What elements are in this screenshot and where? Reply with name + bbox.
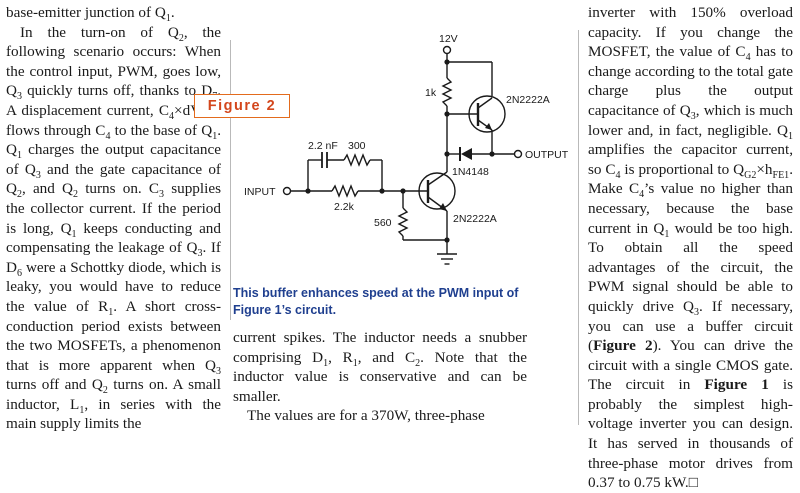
left-text-column: base-emitter junction of Q1. In the turn… <box>6 3 221 434</box>
label-q-top: 2N2222A <box>506 94 550 106</box>
figure-label: Figure 2 <box>194 94 290 118</box>
diode-1n4148 <box>461 148 472 160</box>
resistor-2k2 <box>331 184 359 198</box>
figure-caption: This buffer enhances speed at the PWM in… <box>233 286 519 317</box>
supply-terminal <box>442 45 452 55</box>
label-q-bottom: 2N2222A <box>453 213 497 225</box>
middle-paragraph-2: The values are for a 370W, three-phase <box>247 407 485 425</box>
resistor-560 <box>397 207 409 237</box>
label-1k: 1k <box>425 87 437 99</box>
output-terminal <box>513 149 523 159</box>
middle-text-column: current spikes. The inductor needs a snu… <box>233 0 527 435</box>
left-paragraph-2: In the turn-on of Q2, the following scen… <box>6 23 221 433</box>
resistor-1k <box>441 77 453 107</box>
label-2k2: 2.2k <box>334 201 355 213</box>
left-paragraph-1: base-emitter junction of Q1. <box>6 4 175 25</box>
resistor-300 <box>343 153 371 167</box>
label-output: OUTPUT <box>525 149 569 161</box>
column-divider-right <box>578 30 579 425</box>
label-560: 560 <box>374 217 392 229</box>
middle-paragraph-1: current spikes. The inductor needs a snu… <box>233 329 527 405</box>
buffer-schematic: 12V 1k 2N2222A OUTPUT 1N4148 2.2 nF 300 … <box>244 33 569 265</box>
label-cap: 2.2 nF <box>308 140 338 152</box>
label-input: INPUT <box>244 186 276 198</box>
label-diode: 1N4148 <box>452 166 489 178</box>
input-terminal <box>282 186 292 196</box>
label-12v: 12V <box>439 33 458 45</box>
column-divider-left <box>230 40 231 320</box>
label-300: 300 <box>348 140 366 152</box>
